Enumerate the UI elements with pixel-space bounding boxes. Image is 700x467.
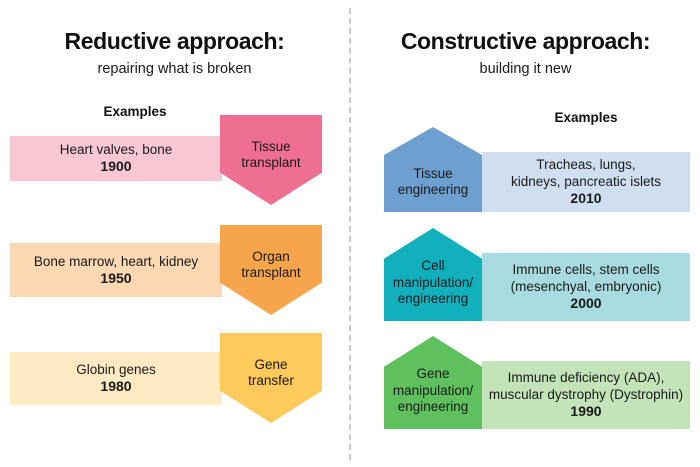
right-column-title: Constructive approach: <box>400 28 651 54</box>
left-pentagon-label: Organ transplant <box>241 225 300 281</box>
right-pentagon-label-line2: engineering <box>397 181 469 197</box>
left-example-year: 1950 <box>100 269 132 286</box>
right-pentagon-label-line3: engineering <box>397 290 469 306</box>
left-pentagon-label-line2: transplant <box>241 265 301 281</box>
right-pentagon-label-line2: manipulation/ <box>392 274 474 290</box>
left-example-year: 1900 <box>100 158 132 175</box>
right-example-text-line2: muscular dystrophy (Dystrophin) <box>488 386 684 402</box>
right-example-text-line1: Tracheas, lungs, <box>536 157 636 173</box>
left-pentagon-shape: Gene transfer <box>220 333 322 423</box>
right-pentagon-label-line3: engineering <box>397 398 469 414</box>
right-pentagon-label-line1: Tissue <box>413 165 453 181</box>
left-pentagon-label: Gene transfer <box>248 333 294 389</box>
left-pentagon-label: Tissue transplant <box>241 115 300 171</box>
left-pentagon-label-line2: transplant <box>241 155 301 171</box>
right-pentagon-label-line2: manipulation/ <box>392 382 474 398</box>
left-example-year: 1980 <box>100 378 132 395</box>
right-pentagon-shape: Cell manipulation/ engineering <box>384 228 482 321</box>
right-example-year: 2010 <box>570 189 602 206</box>
left-pentagon-shape: Organ transplant <box>220 225 322 315</box>
right-example-year: 2000 <box>570 294 602 311</box>
left-pentagon-label-line1: Gene <box>254 357 288 372</box>
left-example-text: Heart valves, bone <box>59 142 173 158</box>
right-examples-header: Examples <box>554 110 618 125</box>
reductive-approach-column: Reductive approach: repairing what is br… <box>0 0 349 467</box>
left-column-title: Reductive approach: <box>64 28 285 54</box>
left-pentagon-label-line2: transfer <box>248 373 294 389</box>
right-pentagon-shape: Tissue engineering <box>384 127 482 212</box>
right-pentagon-label: Gene manipulation/ engineering <box>384 366 482 429</box>
right-pentagon-label-line1: Gene <box>416 366 450 382</box>
left-example-bar: Heart valves, bone 1900 <box>10 136 222 181</box>
right-column-subtitle: building it new <box>479 61 572 77</box>
left-pentagon-label-line1: Organ <box>252 249 290 264</box>
right-example-bar: Immune cells, stem cells (mesenchyal, em… <box>482 253 690 321</box>
right-example-text-line2: (mesenchyal, embryonic) <box>510 278 662 294</box>
left-example-bar: Bone marrow, heart, kidney 1950 <box>10 243 222 297</box>
right-pentagon-label-line1: Cell <box>421 258 445 274</box>
right-example-bar: Immune deficiency (ADA), muscular dystro… <box>482 361 690 429</box>
column-divider-dashed-line <box>349 8 351 460</box>
right-pentagon-label: Tissue engineering <box>384 166 482 212</box>
left-examples-header: Examples <box>103 104 167 119</box>
left-example-text: Bone marrow, heart, kidney <box>33 253 199 269</box>
left-column-subtitle: repairing what is broken <box>97 61 252 77</box>
left-pentagon-shape: Tissue transplant <box>220 115 322 205</box>
right-pentagon-label: Cell manipulation/ engineering <box>384 258 482 321</box>
left-pentagon-label-line1: Tissue <box>251 139 291 154</box>
right-example-year: 1990 <box>570 402 602 419</box>
right-example-text-line1: Immune deficiency (ADA), <box>507 370 665 386</box>
left-example-text: Globin genes <box>76 362 156 378</box>
left-example-bar: Globin genes 1980 <box>10 352 222 405</box>
right-example-text-line2: kidneys, pancreatic islets <box>510 173 662 189</box>
right-pentagon-shape: Gene manipulation/ engineering <box>384 336 482 429</box>
right-example-bar: Tracheas, lungs, kidneys, pancreatic isl… <box>482 152 690 212</box>
constructive-approach-column: Constructive approach: building it new E… <box>351 0 700 467</box>
right-example-text-line1: Immune cells, stem cells <box>512 262 660 278</box>
